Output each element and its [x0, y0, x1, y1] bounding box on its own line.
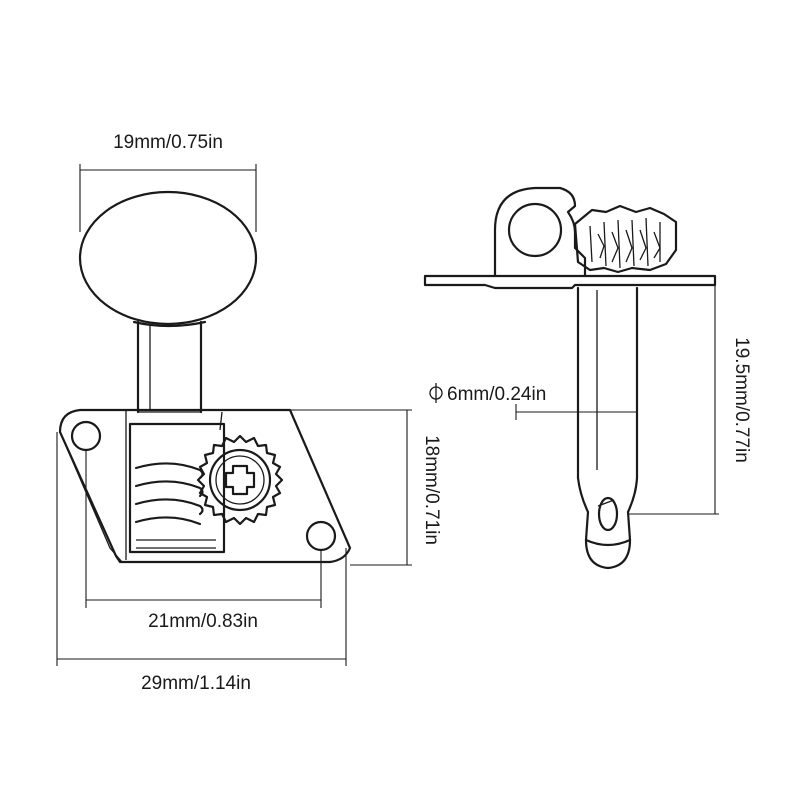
worm-spring — [128, 422, 226, 554]
front-view — [56, 164, 412, 666]
tuner-post — [132, 320, 207, 414]
side-shaft — [576, 286, 639, 570]
dim-shaft-diameter — [515, 404, 637, 420]
mounting-hole-left — [70, 420, 102, 452]
dim-button-width — [79, 164, 257, 232]
label-shaft-diameter: 6mm/0.24in — [447, 384, 546, 405]
label-plate-length: 29mm/1.14in — [141, 673, 251, 694]
screw-cross — [224, 464, 256, 496]
label-plate-height: 18mm/0.71in — [421, 435, 442, 545]
label-hole-spacing: 21mm/0.83in — [148, 611, 258, 632]
dim-plate-height — [290, 409, 412, 566]
gear — [196, 434, 284, 526]
tuner-plate — [58, 408, 352, 564]
side-worm-gear — [573, 204, 678, 274]
side-view — [423, 186, 719, 570]
label-shaft-diameter-group: 6mm/0.24in — [429, 383, 546, 405]
label-shaft-length: 19.5mm/0.77in — [731, 337, 752, 463]
dim-hole-spacing — [85, 450, 322, 608]
side-plate — [423, 274, 717, 290]
string-hole — [597, 496, 619, 532]
dim-shaft-length — [628, 285, 719, 515]
tuner-button — [78, 190, 258, 326]
dim-plate-length — [56, 432, 347, 666]
mounting-hole-right — [305, 520, 337, 552]
string-hook — [493, 186, 587, 278]
label-button-width: 19mm/0.75in — [113, 132, 223, 153]
